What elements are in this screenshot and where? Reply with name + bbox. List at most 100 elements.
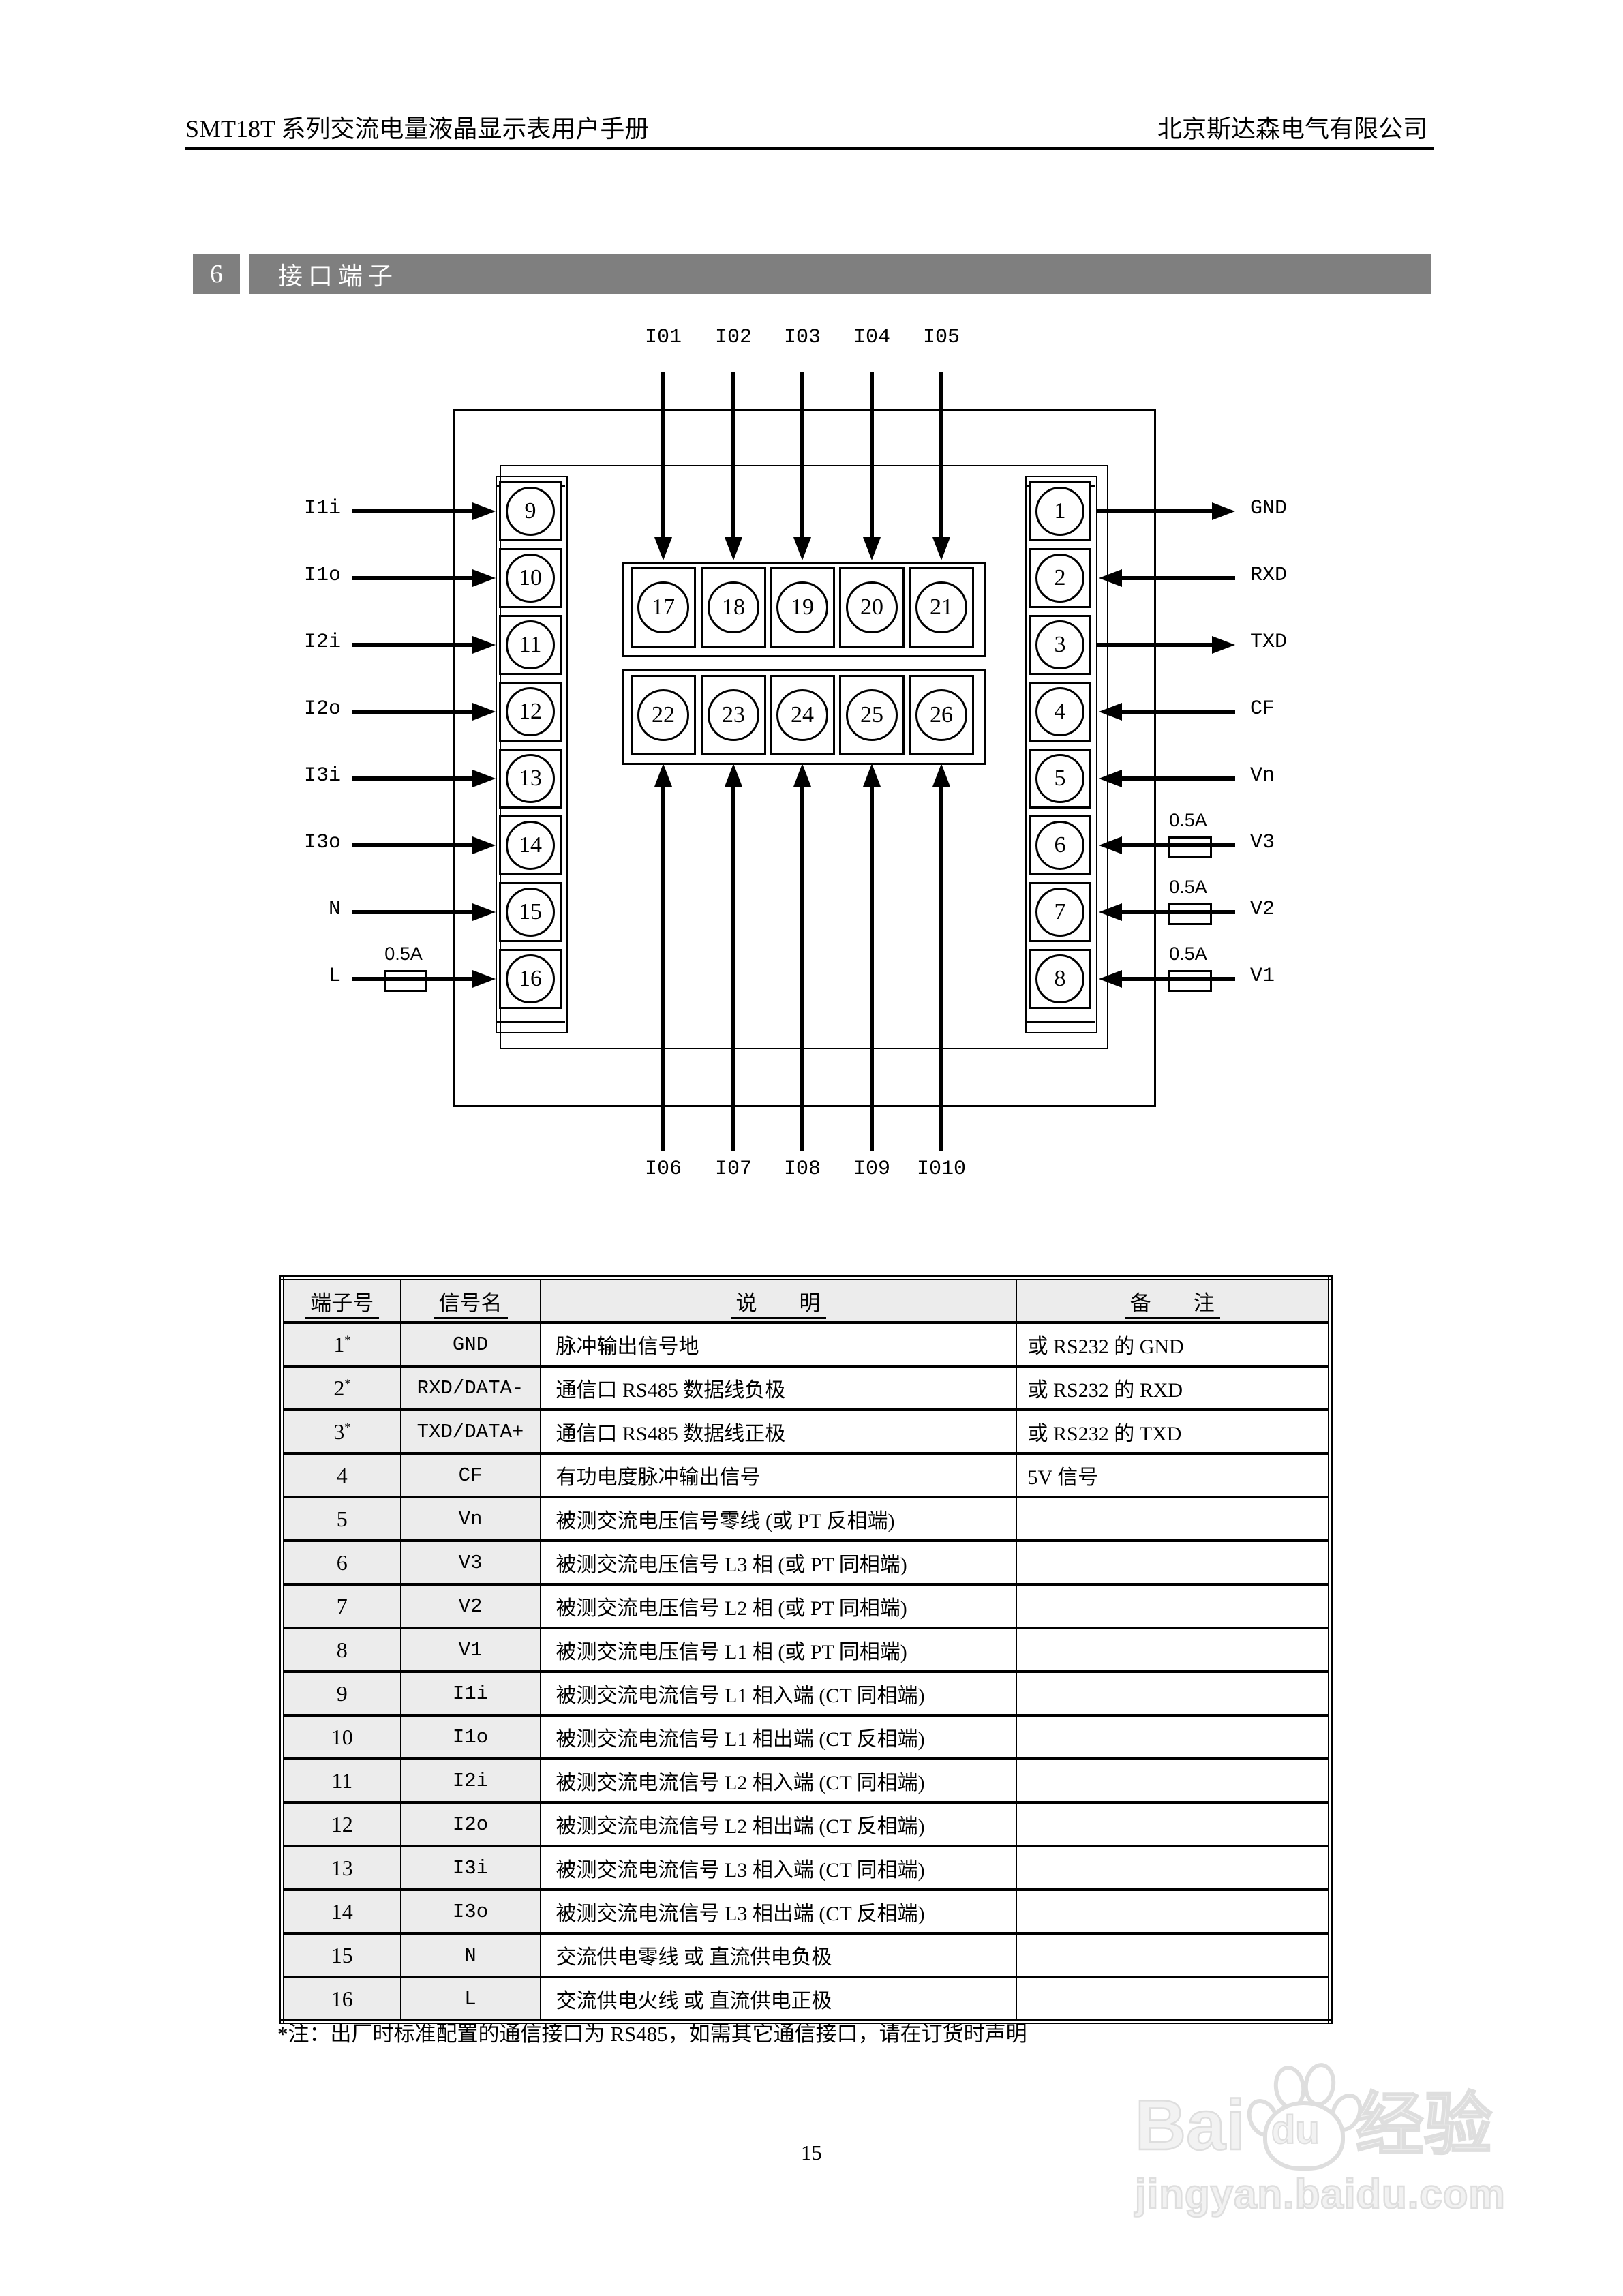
- cell-terminal-no: 8: [281, 1627, 401, 1673]
- cell-remark: [1015, 1539, 1331, 1586]
- cell-description: 通信口 RS485 数据线正极: [539, 1408, 1017, 1455]
- cell-signal-name: V3: [399, 1539, 541, 1586]
- cell-terminal-no: 2*: [281, 1365, 401, 1411]
- terminal-25: 25: [846, 689, 898, 741]
- cell-terminal-no: 5: [281, 1496, 401, 1542]
- right-label-V1: V1: [1250, 965, 1275, 988]
- top-arrow-head-I03: [793, 537, 811, 560]
- top-arrow-head-I01: [654, 537, 672, 560]
- terminal-26: 26: [915, 689, 967, 741]
- cell-terminal-no: 1*: [281, 1321, 401, 1368]
- cell-terminal-no: 7: [281, 1583, 401, 1629]
- cell-signal-name: RXD/DATA-: [399, 1365, 541, 1411]
- terminal-6: 6: [1035, 821, 1084, 870]
- terminal-7: 7: [1035, 888, 1084, 937]
- right-arrow-line-TXD: [1097, 643, 1217, 647]
- cell-remark: [1015, 1583, 1331, 1629]
- cell-signal-name: I2i: [399, 1757, 541, 1804]
- right-label-TXD: TXD: [1250, 631, 1288, 654]
- right-label-GND: GND: [1250, 497, 1288, 520]
- bottom-label-I08: I08: [783, 1158, 821, 1181]
- baidu-jingyan-watermark: Bai du 经验 jingyan.baidu.com: [1134, 2059, 1612, 2218]
- bottom-arrow-line-I08: [800, 783, 804, 1151]
- terminal-24: 24: [776, 689, 828, 741]
- right-arrow-line-CF: [1117, 710, 1235, 714]
- terminal-5: 5: [1035, 754, 1084, 803]
- right-arrow-head-Vn: [1099, 770, 1122, 787]
- col-header-description: 说 明: [539, 1276, 1017, 1324]
- left-label-N: N: [328, 898, 341, 921]
- left-label-I2o: I2o: [303, 697, 341, 721]
- left-arrow-head-I1o: [472, 569, 496, 587]
- terminal-15: 15: [506, 888, 555, 937]
- cell-remark: [1015, 1627, 1331, 1673]
- right-label-CF: CF: [1250, 697, 1275, 721]
- terminal-16: 16: [506, 954, 555, 1003]
- cell-description: 被测交流电压信号 L2 相 (或 PT 同相端): [539, 1583, 1017, 1629]
- left-arrow-head-I2i: [472, 636, 496, 654]
- top-label-I02: I02: [714, 326, 752, 349]
- cell-description: 被测交流电压信号 L1 相 (或 PT 同相端): [539, 1627, 1017, 1673]
- left-arrow-line-I1i: [352, 509, 478, 513]
- top-arrow-line-I03: [800, 372, 804, 541]
- left-arrow-line-N: [352, 910, 478, 914]
- cell-terminal-no: 12: [281, 1801, 401, 1847]
- cell-terminal-no: 4: [281, 1452, 401, 1498]
- cell-remark: [1015, 1757, 1331, 1804]
- cell-description: 有功电度脉冲输出信号: [539, 1452, 1017, 1498]
- document-title: SMT18T 系列交流电量液晶显示表用户手册: [185, 115, 650, 142]
- right-terminal-strip-cap-bottom: [1027, 1021, 1095, 1023]
- right-arrow-line-Vn: [1117, 776, 1235, 781]
- cell-description: 交流供电火线 或 直流供电正极: [539, 1976, 1017, 2023]
- cell-signal-name: TXD/DATA+: [399, 1408, 541, 1455]
- fuse-symbol: [1168, 903, 1212, 925]
- cell-terminal-no: 3*: [281, 1408, 401, 1455]
- bottom-label-I010: I010: [916, 1158, 966, 1181]
- left-label-I1o: I1o: [303, 564, 341, 587]
- terminal-17: 17: [637, 581, 689, 633]
- right-label-V2: V2: [1250, 898, 1275, 921]
- bottom-label-I09: I09: [853, 1158, 890, 1181]
- terminal-23: 23: [708, 689, 759, 741]
- fuse-symbol: [384, 970, 427, 992]
- cell-signal-name: V1: [399, 1627, 541, 1673]
- top-label-I05: I05: [922, 326, 960, 349]
- cell-signal-name: V2: [399, 1583, 541, 1629]
- right-arrow-head-V2: [1099, 903, 1122, 921]
- left-label-I3o: I3o: [303, 831, 341, 854]
- terminal-4: 4: [1035, 687, 1084, 736]
- right-arrow-head-V1: [1099, 970, 1122, 988]
- cell-remark: [1015, 1801, 1331, 1847]
- section-title: 接口端子: [249, 254, 1431, 294]
- right-label-RXD: RXD: [1250, 564, 1288, 587]
- right-terminal-strip: [1025, 476, 1097, 1033]
- right-arrow-line-V3: [1117, 843, 1235, 847]
- right-arrow-head-CF: [1099, 703, 1122, 721]
- cell-signal-name: L: [399, 1976, 541, 2023]
- cell-terminal-no: 9: [281, 1670, 401, 1717]
- top-arrow-line-I05: [939, 372, 943, 541]
- bottom-arrow-line-I07: [731, 783, 735, 1151]
- center-top-row-box: [622, 562, 986, 657]
- cell-description: 被测交流电流信号 L1 相入端 (CT 同相端): [539, 1670, 1017, 1717]
- cell-remark: [1015, 1888, 1331, 1935]
- right-arrow-head-RXD: [1099, 569, 1122, 587]
- left-arrow-line-I2i: [352, 643, 478, 647]
- cell-remark: 5V 信号: [1015, 1452, 1331, 1498]
- col-header-signal-name: 信号名: [399, 1276, 541, 1324]
- left-arrow-line-I3o: [352, 843, 478, 847]
- terminal-10: 10: [506, 554, 555, 603]
- bottom-arrow-line-I06: [661, 783, 665, 1151]
- right-arrow-line-V1: [1117, 977, 1235, 981]
- col-header-terminal-no: 端子号: [281, 1276, 401, 1324]
- terminal-12: 12: [506, 687, 555, 736]
- section-number: 6: [193, 254, 240, 294]
